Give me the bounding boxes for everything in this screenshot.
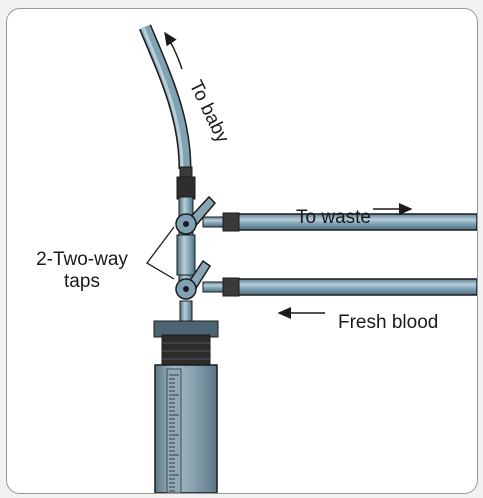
label-taps-line1: 2-Two-way — [27, 249, 137, 271]
tube-fresh-blood — [203, 278, 477, 296]
label-taps-line2: taps — [27, 271, 137, 293]
syringe — [154, 321, 218, 493]
syringe-neck — [180, 301, 192, 321]
label-two-way-taps: 2-Two-way taps — [27, 249, 137, 293]
label-to-waste: To waste — [296, 207, 371, 229]
taps-pointer-lines — [147, 227, 174, 279]
tube-to-baby — [143, 27, 185, 169]
arrow-to-baby-icon — [165, 33, 182, 69]
diagram-panel: To baby To waste Fresh blood 2-Two-way t… — [6, 8, 478, 494]
label-fresh-blood: Fresh blood — [338, 312, 438, 334]
